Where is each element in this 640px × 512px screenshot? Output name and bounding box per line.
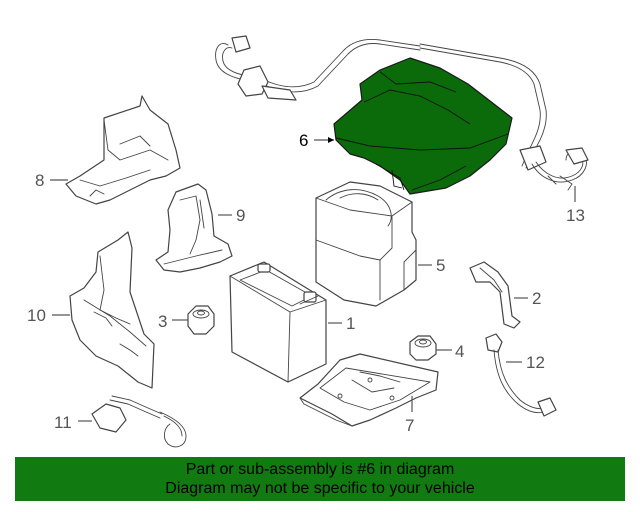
callout-2: 2	[532, 289, 541, 308]
part-13-cable-harness[interactable]	[215, 35, 589, 191]
info-banner: Part or sub-assembly is #6 in diagram Di…	[15, 457, 625, 501]
part-9-support-bracket[interactable]	[155, 183, 233, 273]
callout-11: 11	[54, 413, 72, 432]
callout-5: 5	[436, 256, 445, 275]
part-8-bracket[interactable]	[65, 95, 181, 205]
callout-12: 12	[526, 353, 545, 372]
part-12-cable[interactable]	[485, 333, 557, 417]
part-2-hold-down-bracket[interactable]	[469, 261, 521, 329]
banner-line-1: Part or sub-assembly is #6 in diagram	[185, 461, 455, 478]
part-11-cable-terminal[interactable]	[91, 395, 187, 448]
parts-diagram: 13 6 8 9 5	[27, 35, 589, 448]
part-3-nut[interactable]	[187, 305, 215, 335]
callout-7: 7	[405, 416, 414, 435]
part-7-battery-tray[interactable]	[299, 353, 439, 427]
callout-6: 6	[299, 131, 308, 150]
part-5-battery-insulator[interactable]	[315, 181, 417, 307]
callout-9: 9	[236, 206, 245, 225]
part-6-battery-cover[interactable]	[333, 57, 513, 195]
banner-line-2: Diagram may not be specific to your vehi…	[165, 480, 475, 497]
callout-10: 10	[27, 306, 46, 325]
part-4-nut[interactable]	[409, 335, 437, 361]
callout-8: 8	[35, 171, 44, 190]
part-1-battery[interactable]	[229, 261, 327, 383]
part-10-side-cover[interactable]	[69, 231, 155, 389]
callout-1: 1	[346, 314, 355, 333]
callout-13: 13	[566, 206, 585, 225]
callout-4: 4	[455, 342, 464, 361]
callout-3: 3	[158, 312, 167, 331]
